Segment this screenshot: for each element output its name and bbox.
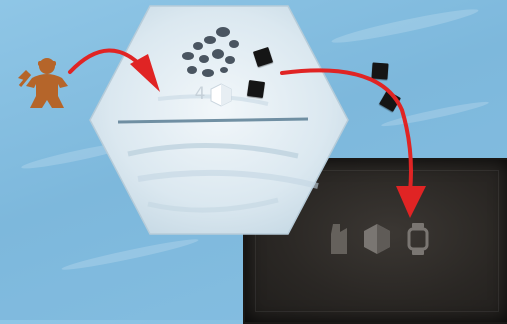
arrow-path xyxy=(282,70,411,192)
arrowhead xyxy=(396,186,426,218)
arrow-path xyxy=(70,50,145,72)
